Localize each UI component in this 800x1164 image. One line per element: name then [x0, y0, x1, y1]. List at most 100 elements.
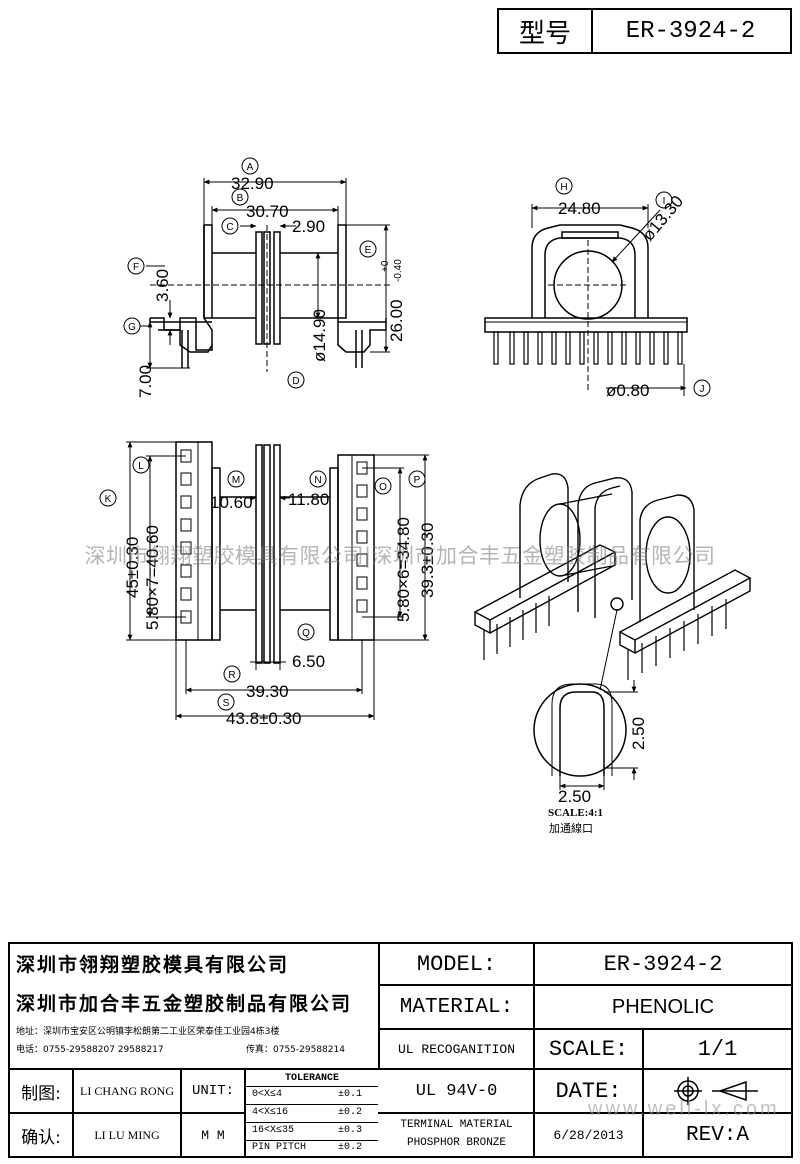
company-name-1: 深圳市翎翔塑胶模具有限公司 [16, 954, 290, 976]
technical-drawing: A B C E F G D H I J K L M N O P Q R S 32… [99, 157, 752, 835]
watermark-text: 深圳市翎翔塑胶模具有限公司|深圳市加合丰五金塑胶制品有限公司 [84, 544, 716, 568]
scale-label: SCALE: [548, 1036, 629, 1062]
callout-o-letter: O [379, 482, 387, 493]
model-label: MODEL: [416, 951, 497, 977]
date-value: 6/28/2013 [553, 1127, 624, 1143]
material-label: MATERIAL: [399, 995, 514, 1019]
callout-f-letter: F [133, 262, 139, 273]
dim-o: 5.80×6=34.80 [394, 517, 413, 622]
dim-g: 7.00 [136, 365, 155, 398]
callout-p [408, 470, 426, 488]
callout-m [227, 470, 245, 488]
tolerance-range: 4<X≤16 [252, 1107, 289, 1118]
callout-j-letter: J [700, 384, 705, 395]
callout-s-letter: S [223, 698, 230, 709]
type-value: ER-3924-2 [625, 17, 756, 45]
dim-m: 10.60 [210, 493, 253, 512]
callout-n-letter: N [314, 475, 321, 486]
draw-name: LI CHANG RONG [80, 1083, 174, 1098]
callout-k-letter: K [105, 494, 112, 505]
callout-b [231, 188, 249, 206]
callout-f [127, 257, 145, 275]
dim-n: 11.80 [288, 490, 329, 509]
rev-label: REV:A [685, 1123, 749, 1147]
callout-e [359, 240, 377, 258]
detail-dim-v: 2.50 [629, 717, 648, 750]
tolerance-row: 0<X≤4 ±0.1 [246, 1087, 378, 1105]
draw-label: 制图: [21, 1083, 61, 1104]
dim-b: 30.70 [246, 202, 289, 221]
callout-s [217, 693, 235, 711]
projection-icon [673, 1077, 758, 1105]
side-view [140, 178, 390, 372]
model-value: ER-3924-2 [603, 951, 723, 977]
callout-r-letter: R [228, 670, 235, 681]
detail-dim-h: 2.50 [558, 787, 591, 806]
callout-c-letter: C [226, 222, 233, 233]
tolerance-value: ±0.1 [338, 1089, 363, 1100]
check-label: 确认: [21, 1127, 61, 1148]
date-label: DATE: [555, 1078, 622, 1104]
material-value: PHENOLIC [611, 995, 715, 1018]
title-block: 深圳市翎翔塑胶模具有限公司 深圳市加合丰五金塑胶制品有限公司 地址：深圳市宝安区… [8, 942, 793, 1158]
company-address: 地址：深圳市宝安区公明镇李松朗第二工业区荣泰佳工业园4栋3楼 [16, 1027, 280, 1037]
tolerance-value: ±0.2 [338, 1107, 363, 1118]
tolerance-range: PIN PITCH [252, 1142, 307, 1153]
tolerance-value: ±0.3 [338, 1125, 363, 1136]
tolerance-table: TOLERANCE 0<X≤4 ±0.1 4<X≤16 ±0.2 16<X≤35… [246, 1070, 378, 1156]
callout-p-letter: P [414, 475, 421, 486]
callout-q-letter: Q [302, 628, 310, 639]
tolerance-row: PIN PITCH ±0.2 [246, 1141, 378, 1156]
callout-h [555, 177, 573, 195]
tolerance-row: 16<X≤35 ±0.3 [246, 1123, 378, 1141]
watermark-site: www.well-lx.com [588, 1098, 780, 1120]
callout-e-letter: E [365, 245, 372, 256]
detail-note: 加通線口 [549, 821, 593, 835]
callout-j [693, 379, 711, 397]
dim-r: 39.30 [246, 682, 289, 701]
callout-q [297, 623, 315, 641]
detail-view [533, 680, 638, 790]
tolerance-title: TOLERANCE [246, 1070, 378, 1087]
company-name-2: 深圳市加合丰五金塑胶制品有限公司 [16, 993, 353, 1015]
dim-c: 2.90 [292, 217, 325, 236]
callout-d-letter: D [292, 376, 299, 387]
callout-r [223, 665, 241, 683]
company-phone: 电话：0755-29588207 29588217 [16, 1045, 164, 1055]
dim-s: 43.8±0.30 [226, 709, 302, 728]
callout-l-letter: L [138, 461, 144, 472]
dim-e-tol-minus: -0.40 [393, 259, 404, 282]
callout-a [241, 157, 259, 175]
callout-i [655, 191, 673, 209]
front-view [484, 204, 688, 396]
callout-b-letter: B [237, 193, 244, 204]
dim-e-tol-plus: +0 [380, 260, 391, 272]
tolerance-range: 16<X≤35 [252, 1125, 295, 1136]
projection-symbol [644, 1070, 791, 1112]
callout-g [123, 317, 141, 335]
tolerance-value: ±0.2 [338, 1142, 363, 1153]
callout-m-letter: M [232, 475, 240, 486]
callout-l [132, 456, 150, 474]
tolerance-range: 0<X≤4 [252, 1089, 283, 1100]
callout-d [287, 371, 305, 389]
top-view [126, 441, 429, 720]
dim-f: 3.60 [153, 269, 172, 302]
scale-value: 1/1 [697, 1036, 738, 1062]
type-label: 型号 [499, 10, 593, 52]
callout-n [309, 470, 327, 488]
dim-l: 5.80×7=40.60 [143, 525, 162, 630]
callout-o [374, 477, 392, 495]
check-name: LI LU MING [94, 1127, 160, 1142]
unit-value: M M [201, 1127, 225, 1143]
company-fax: 传真：0755-29588214 [246, 1045, 345, 1055]
dim-q: 6.50 [292, 652, 325, 671]
isometric-view [473, 473, 752, 691]
terminal-label-1: TERMINAL MATERIAL [400, 1119, 513, 1131]
ul-value: UL 94V-0 [415, 1081, 498, 1101]
tolerance-row: 4<X≤16 ±0.2 [246, 1105, 378, 1123]
dim-h: 24.80 [558, 199, 601, 218]
dim-k: 45±0.30 [123, 537, 142, 598]
terminal-label-2: PHOSPHOR BRONZE [406, 1137, 507, 1149]
ul-label: UL RECOGANITION [397, 1041, 516, 1057]
